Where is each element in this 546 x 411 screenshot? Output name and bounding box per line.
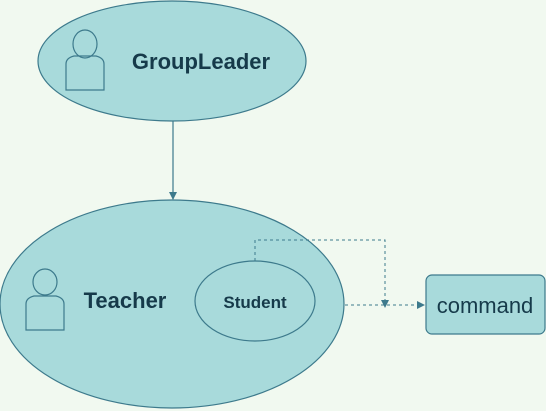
person-icon [25, 268, 65, 331]
group-leader-node[interactable]: GroupLeader [37, 0, 307, 122]
teacher-label: Teacher [84, 288, 167, 313]
student-label: Student [223, 293, 287, 312]
student-node[interactable]: Student [194, 260, 316, 342]
command-node[interactable]: command [425, 274, 546, 335]
edge-student-to-command [254, 239, 389, 308]
teacher-node[interactable]: Teacher [0, 199, 345, 409]
group-leader-label: GroupLeader [132, 49, 271, 74]
command-label: command [437, 293, 534, 318]
person-icon [65, 29, 105, 91]
